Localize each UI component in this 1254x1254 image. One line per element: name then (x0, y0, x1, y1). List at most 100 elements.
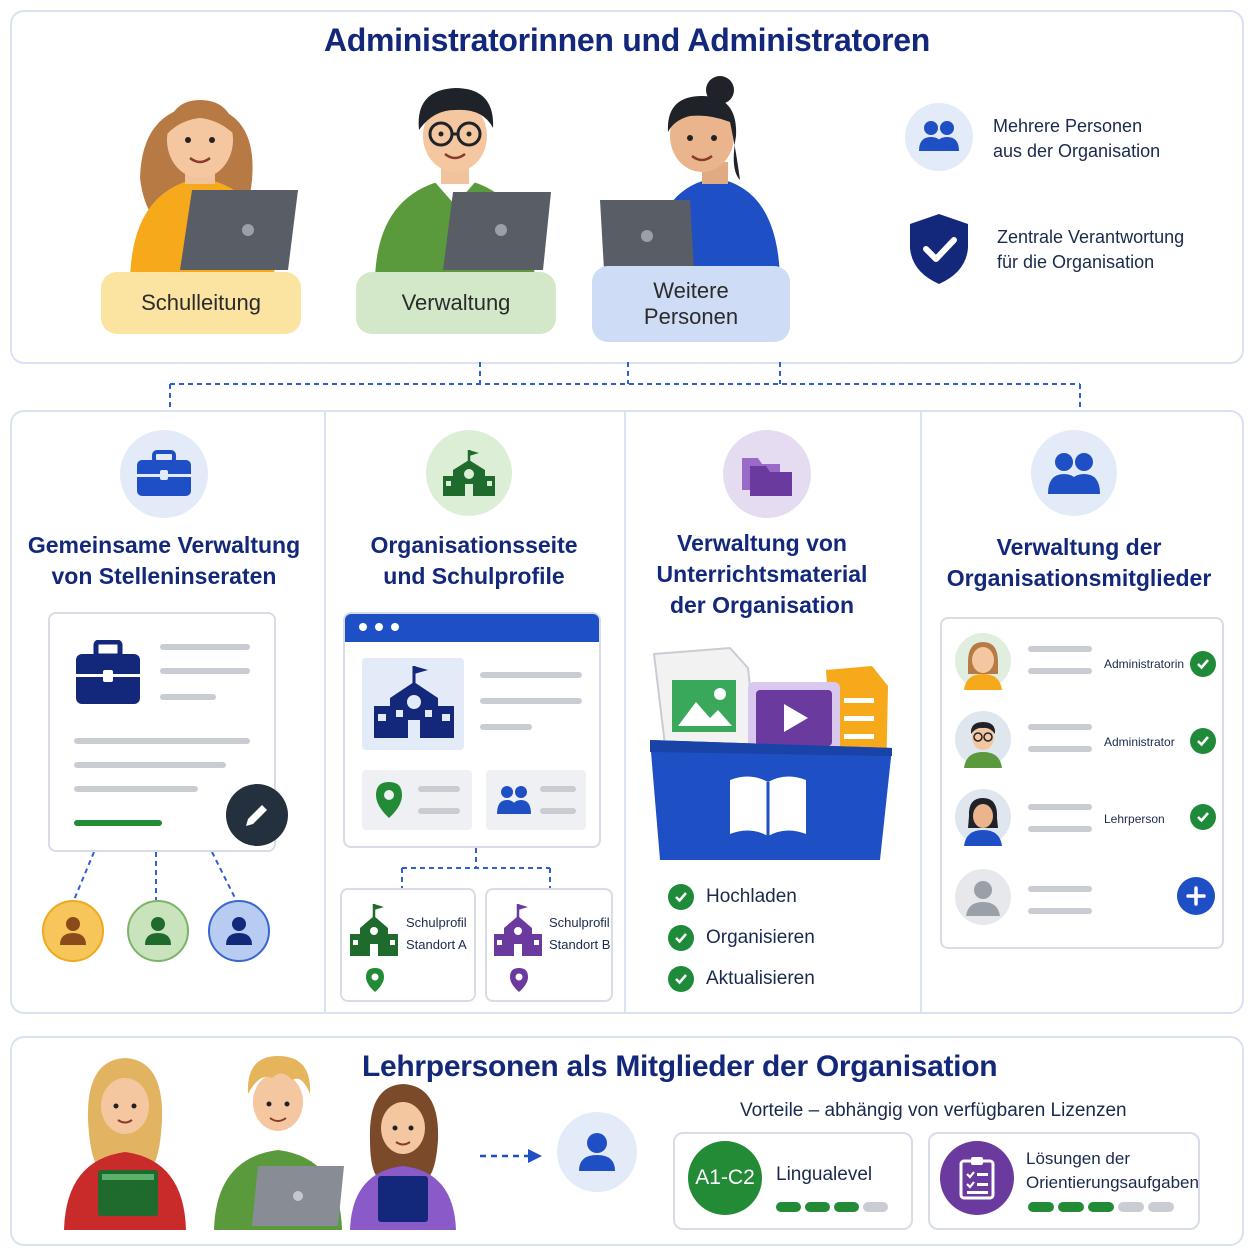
action-label: Hochladen (706, 886, 797, 907)
browser-bar (345, 614, 599, 642)
person-schulleitung-illustration (130, 100, 298, 280)
user-avatar-icon (127, 900, 189, 962)
check-icon (668, 966, 694, 992)
text-placeholder (160, 644, 250, 650)
text-placeholder (1028, 646, 1092, 652)
section-title-organisationsseite: Organisationsseite und Schulprofile (370, 532, 578, 589)
text-placeholder (1028, 724, 1092, 730)
user-avatar-icon (42, 900, 104, 962)
column-divider (324, 412, 326, 1012)
lingualevel-badge: A1-C2 (688, 1141, 762, 1215)
level-bar-segment (776, 1202, 801, 1212)
level-bar (776, 1202, 888, 1212)
school-icon (374, 666, 454, 738)
progress-placeholder (74, 820, 162, 826)
checklist-icon (940, 1141, 1014, 1215)
role-label-verwaltung: Verwaltung (356, 272, 556, 334)
briefcase-icon (76, 640, 140, 704)
location-pin-icon (510, 968, 528, 992)
edit-pencil-icon (226, 784, 288, 846)
school-icon (350, 904, 398, 956)
member-role-label: Administrator (1104, 735, 1175, 749)
text-placeholder (160, 694, 216, 700)
level-bar-segment (805, 1202, 830, 1212)
material-folder-illustration (650, 646, 892, 860)
text-placeholder (1028, 668, 1092, 674)
benefit-label: Lingualevel (776, 1164, 873, 1185)
level-bar-segment (863, 1202, 888, 1212)
check-icon (1190, 728, 1216, 754)
profile-connectors (401, 848, 551, 888)
member-role-label: Administratorin (1104, 657, 1185, 671)
member-role-label: Lehrperson (1104, 812, 1165, 826)
badge-label: A1-C2 (695, 1166, 755, 1189)
benefits-heading: Vorteile – abhängig von verfügbaren Lize… (740, 1100, 1127, 1121)
section-title-stelleninserate: Gemeinsame Verwaltung von Stelleninserat… (27, 532, 301, 589)
text-placeholder (1028, 908, 1092, 914)
school-icon (494, 904, 542, 956)
teacher-3-illustration (350, 1084, 456, 1230)
level-bar-segment (1028, 1202, 1054, 1212)
level-bar-segment (834, 1202, 859, 1212)
level-bar-segment (1058, 1202, 1084, 1212)
level-bar-segment (1148, 1202, 1174, 1212)
admins-title: Administratorinnen und Administratoren (323, 22, 931, 58)
text-placeholder (480, 698, 582, 704)
add-member-button[interactable] (1177, 877, 1215, 915)
teacher-2-illustration (214, 1056, 344, 1230)
action-aktualisieren: Aktualisieren (668, 966, 815, 992)
person-weitere-illustration (600, 76, 780, 280)
role-label-schulleitung: Schulleitung (101, 272, 301, 334)
plus-icon (1186, 886, 1206, 906)
browser-dots (359, 623, 399, 631)
action-organisieren: Organisieren (668, 925, 815, 951)
location-pin-icon (366, 968, 384, 992)
briefcase-icon (120, 430, 208, 518)
member-avatar (955, 789, 1011, 846)
members-box (486, 770, 586, 830)
check-icon (668, 884, 694, 910)
text-placeholder (1028, 746, 1092, 752)
text-placeholder (160, 668, 250, 674)
text-placeholder (74, 762, 226, 768)
member-user-icon (557, 1112, 637, 1192)
text-placeholder (540, 808, 576, 814)
text-placeholder (1028, 826, 1092, 832)
text-placeholder (418, 808, 460, 814)
text-placeholder (480, 724, 532, 730)
section-title-unterrichtsmaterial: Verwaltung von Unterrichtsmaterial der O… (656, 530, 868, 618)
check-icon (668, 925, 694, 951)
check-icon (1190, 651, 1216, 677)
folder-icon (723, 430, 811, 518)
text-placeholder (74, 738, 250, 744)
text-placeholder (540, 786, 576, 792)
action-hochladen: Hochladen (668, 884, 797, 910)
teachers-title: Lehrpersonen als Mitglieder der Organisa… (362, 1050, 998, 1083)
action-label: Organisieren (706, 927, 815, 948)
school-profile-a-label: Schulprofil Standort A (406, 915, 467, 952)
level-bar-segment (1118, 1202, 1144, 1212)
placeholder-avatar-icon (955, 869, 1011, 925)
location-pin-icon (376, 782, 402, 818)
user-avatar-icon (208, 900, 270, 962)
member-avatar (955, 633, 1011, 690)
school-icon (426, 430, 512, 516)
level-bar-segment (1088, 1202, 1114, 1212)
benefit-label: Lösungen der Orientierungsaufgaben (1026, 1149, 1199, 1192)
group-icon (905, 103, 973, 171)
job-card-connectors (73, 852, 237, 901)
check-icon (1190, 804, 1216, 830)
text-placeholder (74, 786, 198, 792)
section-title-organisationsmitglieder: Verwaltung der Organisationsmitglieder (946, 534, 1212, 591)
role-label-weitere: Weitere Personen (592, 266, 790, 342)
group-icon (1031, 430, 1117, 516)
action-label: Aktualisieren (706, 968, 815, 989)
column-divider (624, 412, 626, 1012)
connector-lines (169, 362, 1081, 412)
text-placeholder (418, 786, 460, 792)
text-placeholder (480, 672, 582, 678)
text-placeholder (1028, 886, 1092, 892)
text-placeholder (1028, 804, 1092, 810)
shield-check-icon (910, 214, 968, 284)
member-avatar (955, 711, 1011, 768)
